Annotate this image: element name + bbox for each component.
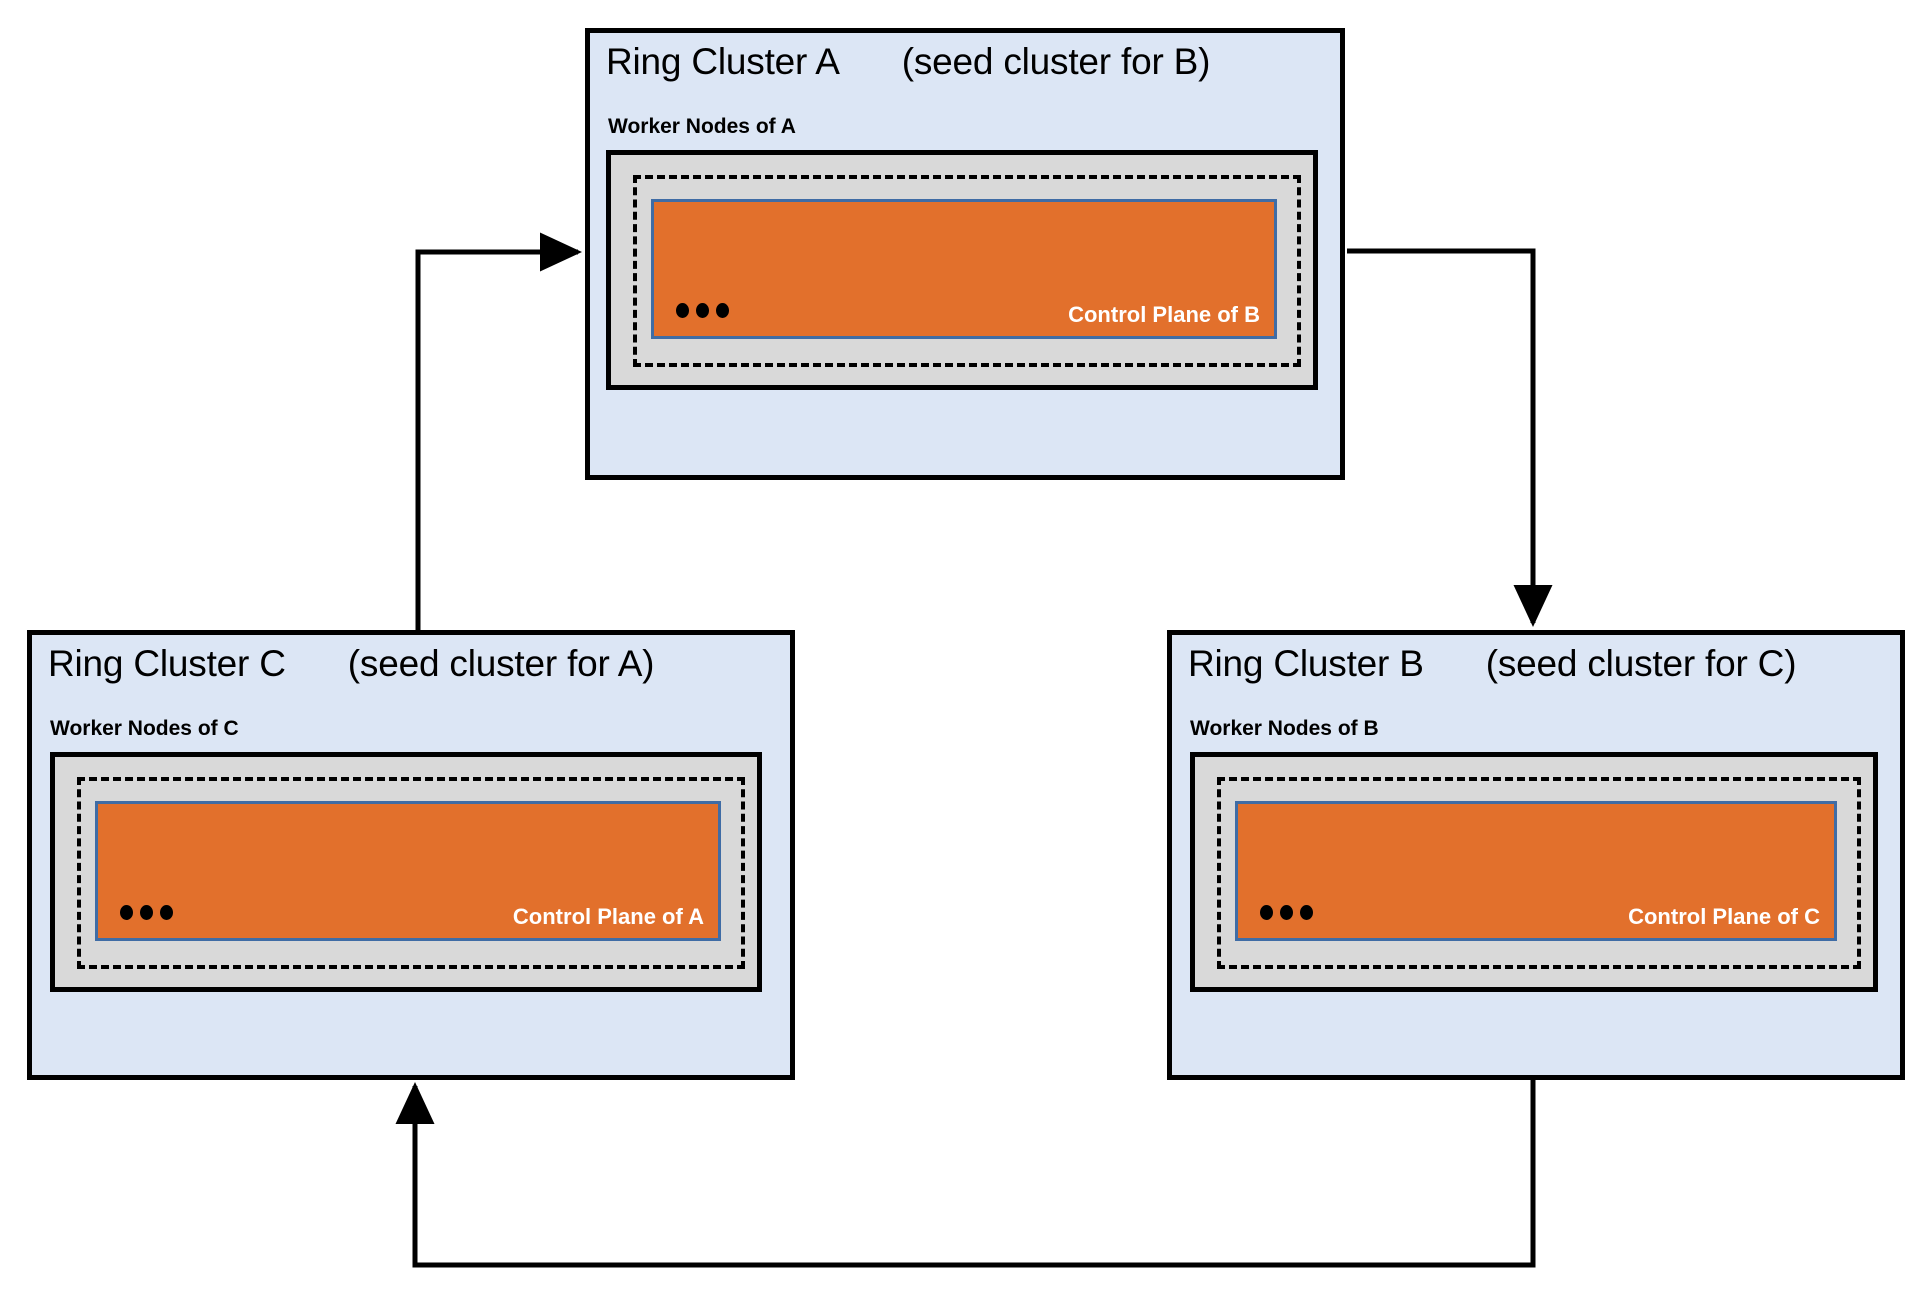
cluster-b-ellipsis-icon bbox=[1260, 905, 1313, 920]
cluster-b-dashed-box: Control Plane of C bbox=[1217, 777, 1861, 969]
cluster-a-subtitle: (seed cluster for B) bbox=[901, 41, 1211, 82]
cluster-c-worker-label: Worker Nodes of C bbox=[50, 717, 239, 740]
cluster-b-worker-label: Worker Nodes of B bbox=[1190, 717, 1379, 740]
cluster-b-control-plane[interactable]: Control Plane of C bbox=[1235, 801, 1837, 941]
ring-cluster-b[interactable]: Ring Cluster B (seed cluster for C) Work… bbox=[1167, 630, 1905, 1080]
cluster-a-worker-box[interactable]: Control Plane of B bbox=[606, 150, 1318, 390]
ring-cluster-c[interactable]: Ring Cluster C (seed cluster for A) Work… bbox=[27, 630, 795, 1080]
cluster-c-subtitle: (seed cluster for A) bbox=[347, 643, 655, 684]
cluster-b-worker-box[interactable]: Control Plane of C bbox=[1190, 752, 1878, 992]
cluster-c-header: Ring Cluster C (seed cluster for A) bbox=[48, 643, 780, 685]
cluster-b-subtitle: (seed cluster for C) bbox=[1485, 643, 1797, 684]
cluster-c-control-plane[interactable]: Control Plane of A bbox=[95, 801, 721, 941]
cluster-a-dashed-box: Control Plane of B bbox=[633, 175, 1301, 367]
cluster-a-title: Ring Cluster A bbox=[606, 41, 840, 82]
cluster-b-control-plane-label: Control Plane of C bbox=[1628, 904, 1820, 929]
cluster-c-dashed-box: Control Plane of A bbox=[77, 777, 745, 969]
cluster-c-control-plane-label: Control Plane of A bbox=[512, 904, 704, 929]
cluster-a-control-plane[interactable]: Control Plane of B bbox=[651, 199, 1277, 339]
cluster-a-worker-label: Worker Nodes of A bbox=[608, 115, 796, 138]
cluster-c-ellipsis-icon bbox=[120, 905, 173, 920]
cluster-b-header: Ring Cluster B (seed cluster for C) bbox=[1188, 643, 1890, 685]
cluster-a-header: Ring Cluster A (seed cluster for B) bbox=[606, 41, 1330, 83]
cluster-b-title: Ring Cluster B bbox=[1188, 643, 1424, 684]
cluster-a-control-plane-label: Control Plane of B bbox=[1068, 302, 1260, 327]
ring-cluster-a[interactable]: Ring Cluster A (seed cluster for B) Work… bbox=[585, 28, 1345, 480]
arrow-b-to-c bbox=[395, 1080, 1536, 1268]
cluster-a-ellipsis-icon bbox=[676, 303, 729, 318]
cluster-c-worker-box[interactable]: Control Plane of A bbox=[50, 752, 762, 992]
arrow-a-to-b bbox=[1347, 248, 1553, 628]
arrow-c-to-a bbox=[415, 232, 583, 632]
cluster-c-title: Ring Cluster C bbox=[48, 643, 286, 684]
